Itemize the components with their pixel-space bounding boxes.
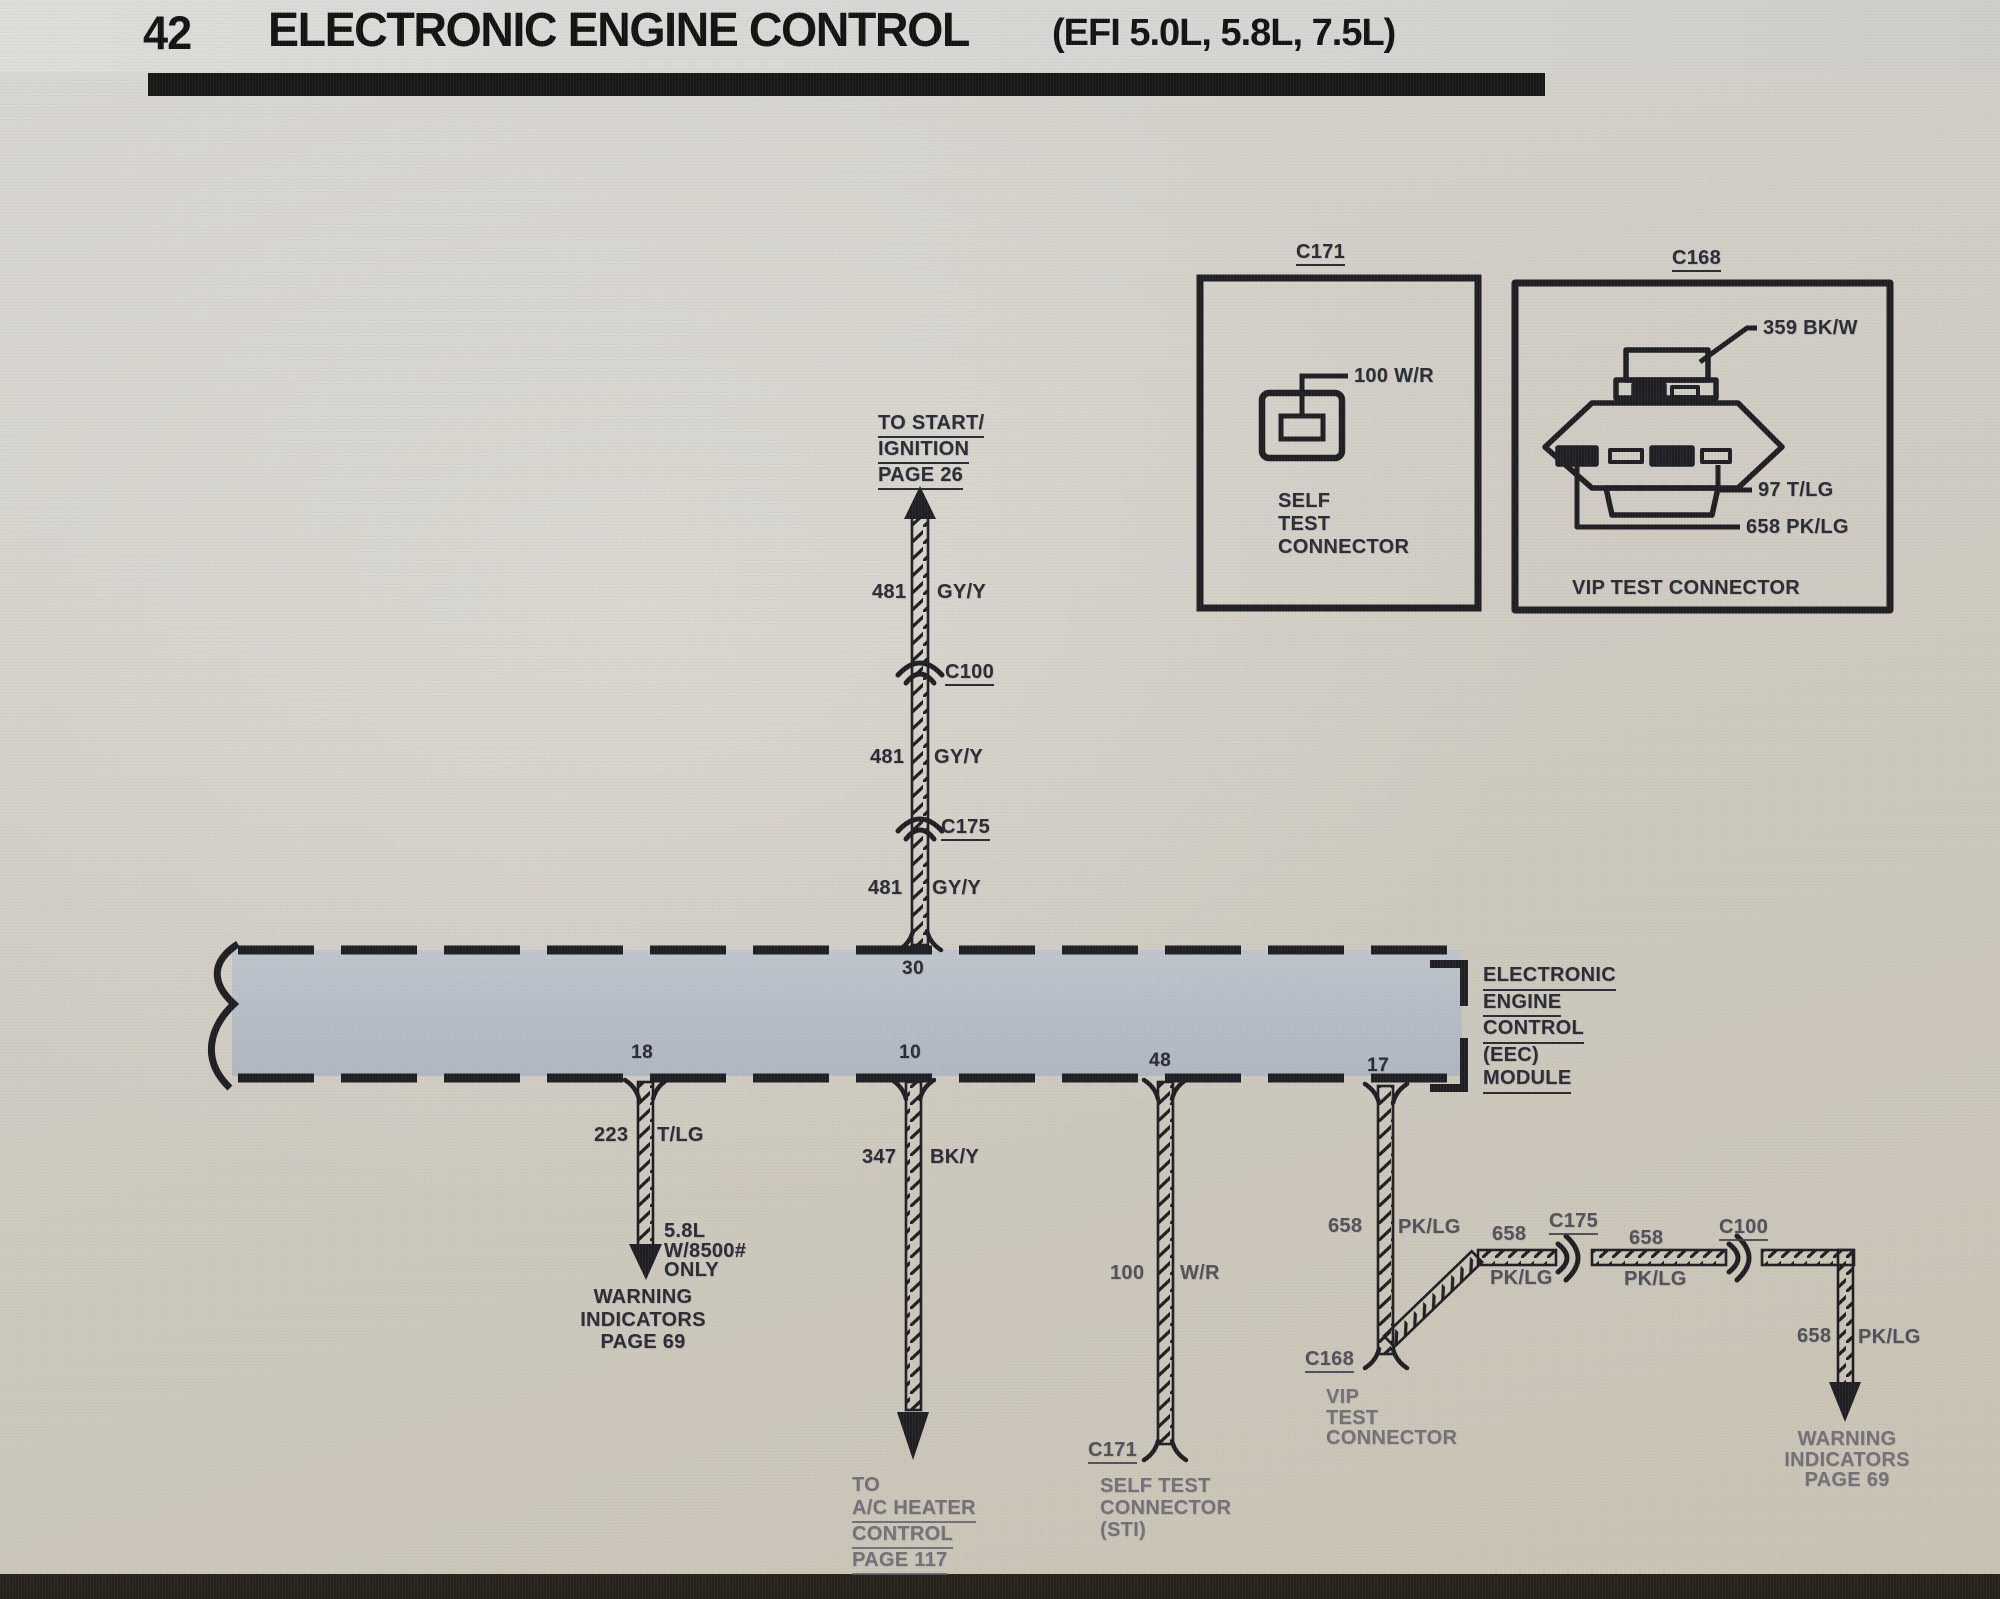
page-title-subtitle: (EFI 5.0L, 5.8L, 7.5L) xyxy=(1052,12,1396,54)
color-pklg-drop: PK/LG xyxy=(1858,1326,1921,1348)
color-pklg-seg2: PK/LG xyxy=(1624,1268,1687,1290)
page-top-margin xyxy=(0,0,2000,72)
circuit-100: 100 xyxy=(1110,1262,1145,1284)
connector-c175-label: C175 xyxy=(941,817,991,841)
self-test-caption: SELF TEST CONNECTOR xyxy=(1278,490,1410,558)
color-gyy-2: GY/Y xyxy=(934,746,983,768)
pin-10: 10 xyxy=(899,1042,922,1063)
dest-warning-right: WARNING INDICATORS PAGE 69 xyxy=(1784,1428,1910,1491)
page-title: ELECTRONIC ENGINE CONTROL xyxy=(268,4,970,57)
color-pklg-seg1: PK/LG xyxy=(1490,1267,1553,1289)
connector-c171-bottom: C171 xyxy=(1088,1440,1138,1464)
page-bottom-edge xyxy=(0,1574,2000,1599)
band-right-bracket-top xyxy=(1430,960,1468,1006)
circuit-223: 223 xyxy=(594,1124,629,1146)
color-gyy-1: GY/Y xyxy=(937,581,986,603)
color-wr: W/R xyxy=(1180,1262,1220,1284)
self-test-connector-box xyxy=(1196,274,1482,612)
wire-658-vertical xyxy=(1365,1084,1407,1368)
wire-223 xyxy=(625,1080,667,1280)
dest-ac-heater: TO A/C HEATER CONTROL PAGE 117 xyxy=(852,1474,976,1575)
dest-warning-left: WARNING INDICATORS PAGE 69 xyxy=(580,1286,706,1353)
arrow-down-warning-right xyxy=(1829,1382,1861,1422)
connector-c100-right: C100 xyxy=(1719,1217,1769,1241)
circuit-347: 347 xyxy=(862,1146,897,1168)
pin-18: 18 xyxy=(631,1042,654,1063)
pin-17: 17 xyxy=(1367,1055,1390,1076)
inline-connector-c175-right xyxy=(1558,1236,1578,1280)
circuit-658-seg1: 658 xyxy=(1492,1223,1527,1245)
wire-label-97tlg: 97 T/LG xyxy=(1758,479,1834,501)
wire-347 xyxy=(892,1080,934,1460)
wire-label-359bkw: 359 BK/W xyxy=(1763,317,1858,339)
pin-48: 48 xyxy=(1149,1050,1172,1071)
color-bky: BK/Y xyxy=(930,1146,979,1168)
arrow-down-ac-heater xyxy=(897,1412,929,1460)
eec-module-band xyxy=(207,941,1468,1092)
vip-test-connector-box xyxy=(1511,279,1894,614)
inline-connector-c100-right xyxy=(1729,1236,1749,1280)
dest-self-test: SELF TEST CONNECTOR (STI) xyxy=(1100,1475,1232,1541)
circuit-481-2: 481 xyxy=(870,746,905,768)
connector-title-c171: C171 xyxy=(1296,242,1346,266)
band-left-break xyxy=(207,941,240,1091)
band-right-bracket-bottom xyxy=(1430,1038,1468,1092)
color-gyy-3: GY/Y xyxy=(932,877,981,899)
lead-359 xyxy=(1698,325,1757,365)
circuit-658-vert: 658 xyxy=(1328,1215,1363,1237)
note-58l-only: 5.8L W/8500# ONLY xyxy=(664,1220,747,1281)
wire-658-run xyxy=(1382,1236,1861,1422)
lead-658 xyxy=(1574,464,1740,530)
wire-label-658pklg-box: 658 PK/LG xyxy=(1746,516,1849,538)
wire-481-ignition xyxy=(898,486,942,950)
eec-module-label: ELECTRONIC ENGINE CONTROL (EEC) MODULE xyxy=(1483,964,1616,1094)
arrow-down-warning xyxy=(629,1244,662,1280)
circuit-658-seg2: 658 xyxy=(1629,1227,1664,1249)
circuit-658-drop: 658 xyxy=(1797,1325,1832,1347)
circuit-481-3: 481 xyxy=(868,877,903,899)
circuit-481-1: 481 xyxy=(872,581,907,603)
color-pklg-vert: PK/LG xyxy=(1398,1216,1461,1238)
connector-c168-bottom: C168 xyxy=(1305,1349,1355,1373)
connector-title-c168: C168 xyxy=(1672,248,1722,272)
pin-30: 30 xyxy=(902,958,925,979)
wire-label-100wr-box: 100 W/R xyxy=(1354,365,1434,387)
arrow-up-to-ignition xyxy=(904,486,936,519)
connector-c175-right: C175 xyxy=(1549,1211,1599,1235)
title-underline-bar xyxy=(148,73,1545,96)
wire-100 xyxy=(1144,1080,1186,1460)
dest-vip-test: VIP TEST CONNECTOR xyxy=(1326,1386,1458,1449)
color-tlg: T/LG xyxy=(657,1124,704,1146)
lead-97 xyxy=(1715,465,1752,493)
connector-c100-label: C100 xyxy=(945,662,995,686)
page-number: 42 xyxy=(143,6,192,59)
vip-test-caption: VIP TEST CONNECTOR xyxy=(1572,577,1801,599)
dest-start-ignition: TO START/ IGNITION PAGE 26 xyxy=(878,412,985,490)
